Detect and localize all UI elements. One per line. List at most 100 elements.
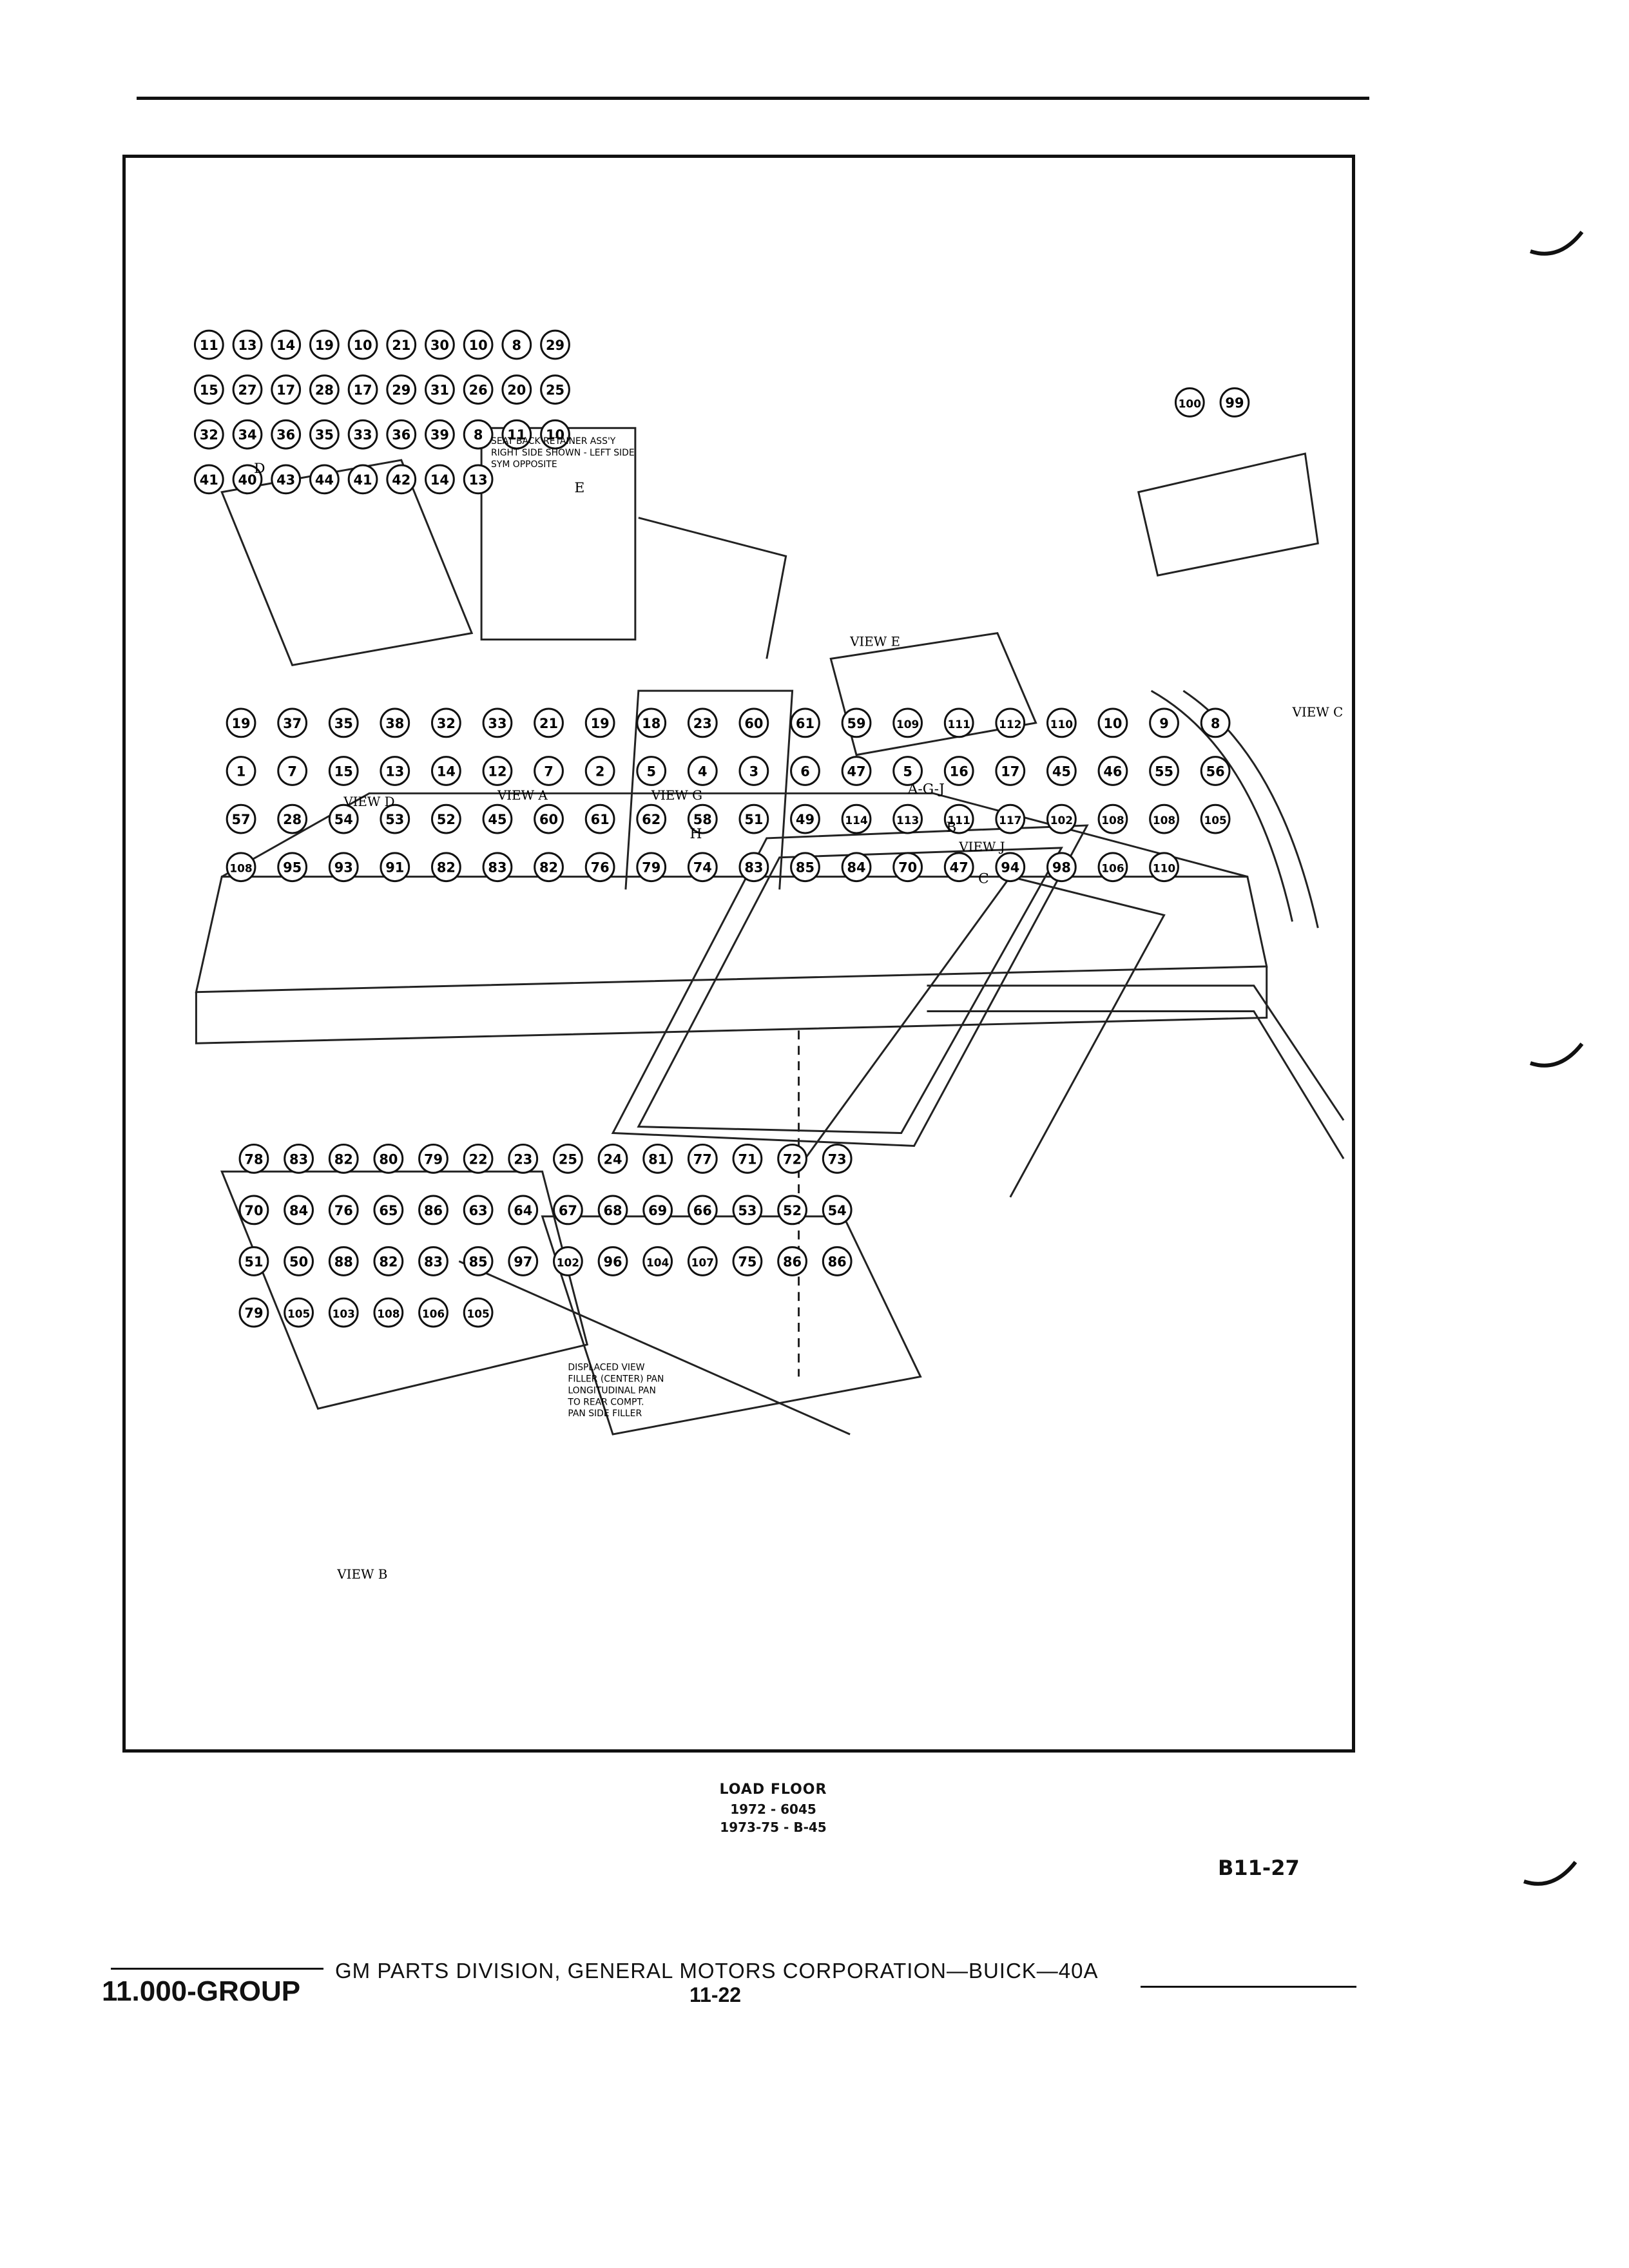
svg-text:59: 59: [847, 716, 866, 731]
callout-lower_left-86: 86: [822, 1246, 853, 1276]
callout-center-85: 85: [790, 852, 820, 883]
callout-center-5: 5: [892, 756, 923, 786]
callout-lower_left-75: 75: [732, 1246, 763, 1276]
svg-text:102: 102: [557, 1256, 579, 1269]
callout-center-7: 7: [277, 756, 308, 786]
reference-letter: C: [978, 871, 989, 887]
svg-text:33: 33: [354, 427, 372, 443]
callout-upper_left-29: 29: [540, 329, 570, 360]
svg-text:51: 51: [744, 812, 763, 827]
callout-center-47: 47: [943, 852, 974, 883]
svg-text:46: 46: [1103, 764, 1122, 779]
svg-text:49: 49: [796, 812, 815, 827]
reference-letter: B: [946, 820, 956, 836]
callout-upper_left-32: 32: [193, 419, 224, 450]
callout-upper_left-20: 20: [501, 374, 532, 405]
callout-center-60: 60: [738, 707, 769, 738]
callout-upper_left-26: 26: [463, 374, 494, 405]
view-b-note: TO REAR COMPT.: [567, 1397, 644, 1407]
svg-text:106: 106: [1101, 862, 1124, 875]
svg-text:84: 84: [847, 860, 866, 876]
svg-text:62: 62: [642, 812, 660, 827]
view-label: VIEW B: [336, 1567, 387, 1582]
callout-upper_left-44: 44: [309, 464, 340, 495]
callout-lower_left-67: 67: [553, 1195, 583, 1225]
svg-text:91: 91: [385, 860, 404, 876]
top-rule: [137, 97, 1369, 100]
svg-text:54: 54: [334, 812, 353, 827]
svg-text:13: 13: [385, 764, 404, 779]
callout-lower_left-69: 69: [642, 1195, 673, 1225]
callout-center-19: 19: [584, 707, 615, 738]
callout-center-10: 10: [1097, 707, 1128, 738]
svg-text:29: 29: [392, 383, 410, 398]
svg-text:83: 83: [744, 860, 763, 876]
callout-upper_left-39: 39: [425, 419, 455, 450]
callout-lower_left-79: 79: [238, 1297, 269, 1328]
callout-center-49: 49: [790, 803, 820, 834]
callout-lower_left-105: 105: [463, 1297, 494, 1328]
svg-text:7: 7: [287, 764, 297, 779]
view-b-note: LONGITUDINAL PAN: [568, 1385, 655, 1396]
callout-center-82: 82: [534, 852, 564, 883]
callout-upper_left-41: 41: [193, 464, 224, 495]
svg-text:15: 15: [200, 383, 218, 398]
svg-text:86: 86: [783, 1254, 802, 1269]
callout-lower_left-82: 82: [328, 1143, 359, 1174]
svg-text:10: 10: [469, 338, 488, 353]
view-label: VIEW G: [651, 788, 702, 803]
svg-text:65: 65: [379, 1203, 398, 1218]
callout-upper_left-14: 14: [425, 464, 455, 495]
svg-text:81: 81: [648, 1151, 667, 1167]
svg-text:32: 32: [437, 716, 456, 731]
callout-upper_left-25: 25: [540, 374, 570, 405]
callout-lower_left-52: 52: [777, 1195, 807, 1225]
callout-lower_left-22: 22: [463, 1143, 494, 1174]
callout-center-9: 9: [1149, 707, 1179, 738]
svg-text:60: 60: [539, 812, 558, 827]
callout-lower_left-82: 82: [373, 1246, 404, 1276]
seat-back: [624, 689, 794, 890]
callout-center-61: 61: [584, 803, 615, 834]
svg-text:51: 51: [244, 1254, 263, 1269]
svg-text:5: 5: [646, 764, 656, 779]
svg-text:18: 18: [642, 716, 660, 731]
view-b-note: FILLER (CENTER) PAN: [568, 1374, 664, 1385]
group-label: 11.000-GROUP: [102, 1975, 301, 2007]
svg-text:24: 24: [603, 1151, 622, 1167]
callout-lower_left-68: 68: [597, 1195, 628, 1225]
svg-text:53: 53: [385, 812, 404, 827]
svg-text:104: 104: [646, 1256, 669, 1269]
callout-upper_left-41: 41: [347, 464, 378, 495]
callout-center-56: 56: [1200, 756, 1231, 786]
callout-upper_left-19: 19: [309, 329, 340, 360]
svg-text:10: 10: [546, 427, 564, 443]
svg-text:25: 25: [546, 383, 564, 398]
tilted-center-panel: [611, 824, 1089, 1147]
svg-text:13: 13: [238, 338, 256, 353]
callout-center-84: 84: [841, 852, 872, 883]
svg-text:29: 29: [546, 338, 564, 353]
svg-text:30: 30: [430, 338, 449, 353]
view-g-note: SYM OPPOSITE: [491, 459, 557, 470]
svg-text:85: 85: [796, 860, 815, 876]
svg-text:76: 76: [334, 1203, 353, 1218]
svg-text:13: 13: [469, 472, 488, 488]
svg-text:117: 117: [999, 814, 1021, 827]
svg-text:99: 99: [1225, 395, 1244, 410]
svg-text:27: 27: [238, 383, 256, 398]
callout-lower_left-103: 103: [328, 1297, 359, 1328]
svg-text:55: 55: [1155, 764, 1173, 779]
callout-upper_left-11: 11: [501, 419, 532, 450]
svg-text:75: 75: [738, 1254, 757, 1269]
callout-center-23: 23: [687, 707, 718, 738]
callout-upper_left-17: 17: [271, 374, 302, 405]
callout-center-94: 94: [995, 852, 1026, 883]
callout-center-105: 105: [1200, 803, 1231, 834]
view-label: VIEW E: [849, 635, 900, 649]
svg-text:80: 80: [379, 1151, 398, 1167]
callout-center-7: 7: [534, 756, 564, 786]
callout-center-3: 3: [738, 756, 769, 786]
svg-text:17: 17: [276, 383, 295, 398]
